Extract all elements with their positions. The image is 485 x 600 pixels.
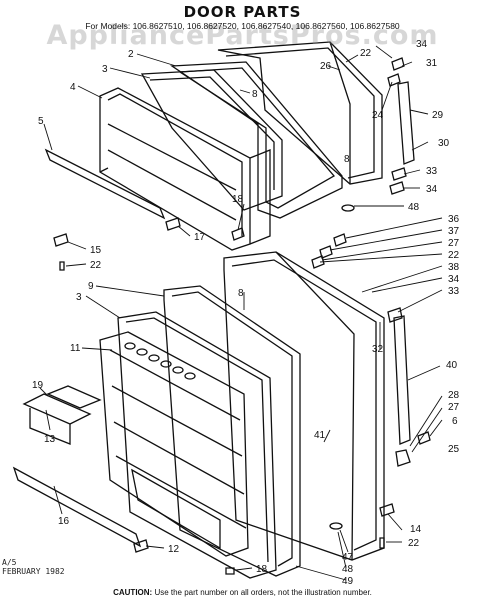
callout-18b: 18 [256,564,268,575]
callout-2: 2 [128,49,134,60]
date-code: A/5 [2,558,17,567]
fresh-food-door-liner [117,311,277,579]
callout-26: 26 [320,61,332,72]
freezer-door-liner [140,69,283,211]
callout-8c: 8 [238,288,244,299]
caution-label: CAUTION: [113,588,153,597]
callout-28: 28 [448,390,460,401]
callout-17: 17 [194,232,206,243]
models-line: For Models: 106.8627510, 106.8627520, 10… [85,21,400,31]
callout-22b: 22 [90,260,102,271]
mid-small-parts [53,217,347,271]
callout-9: 9 [88,281,94,292]
freezer-door-gasket [170,61,343,219]
callout-15: 15 [90,245,102,256]
freezer-shelf-unit [99,87,271,251]
leader-lines [39,45,443,581]
callout-29: 29 [432,110,444,121]
callout-8b: 8 [344,154,350,165]
callout-12: 12 [168,544,180,555]
callout-5: 5 [38,116,44,127]
bottom-small-parts [133,539,235,575]
callout-18a: 18 [232,194,244,205]
callout-36: 36 [448,214,460,225]
callout-33b: 33 [448,286,460,297]
callout-30: 30 [438,138,450,149]
callout-13: 13 [44,434,56,445]
callout-11: 11 [70,343,81,354]
caution-text: Use the part number on all orders, not t… [154,588,372,597]
callout-31: 31 [426,58,438,69]
callout-41: 41 [314,430,326,441]
watermark: AppliancePartsPros.com [46,20,439,51]
callout-3b: 3 [76,292,82,303]
callout-3: 3 [102,64,108,75]
fresh-food-shelf-unit [99,331,249,557]
callout-22c: 22 [448,250,460,261]
callout-34b: 34 [426,184,438,195]
callout-24: 24 [372,110,384,121]
callout-4: 4 [70,82,76,93]
callout-48b: 48 [342,564,354,575]
callout-numbers: 2 3 4 5 8 8 8 13 15 16 17 18 18 19 22 22… [32,39,460,587]
caution-note: CAUTION: Use the part number on all orde… [0,588,485,597]
callout-19: 19 [32,380,44,391]
callout-16: 16 [58,516,70,527]
page-title: DOOR PARTS [183,3,302,21]
upper-hinge [341,57,415,212]
freezer-shelf-bar [44,148,166,220]
callout-37: 37 [448,226,460,237]
callout-32: 32 [372,344,384,355]
dairy-compartment [22,385,102,445]
callout-33a: 33 [426,166,438,177]
callout-34a: 34 [416,39,428,50]
callout-47: 47 [342,552,354,563]
callout-38: 38 [448,262,460,273]
date-stamp: A/5 FEBRUARY 1982 [2,558,65,576]
fresh-food-door-outer-panel [223,251,385,561]
callout-14: 14 [410,524,422,535]
callout-40: 40 [446,360,458,371]
callout-22d: 22 [408,538,420,549]
callout-27b: 27 [448,402,460,413]
fresh-food-shelf-bar [12,466,142,548]
callout-6: 6 [452,416,458,427]
date-text: FEBRUARY 1982 [2,567,65,576]
callout-48a: 48 [408,202,420,213]
callout-25: 25 [448,444,460,455]
callout-22a: 22 [360,48,372,59]
callout-8a: 8 [252,89,258,100]
callout-27a: 27 [448,238,460,249]
freezer-door-outer-panel [217,41,383,185]
fresh-food-door-gasket [163,285,301,577]
callout-34c: 34 [448,274,460,285]
callout-49: 49 [342,576,354,587]
